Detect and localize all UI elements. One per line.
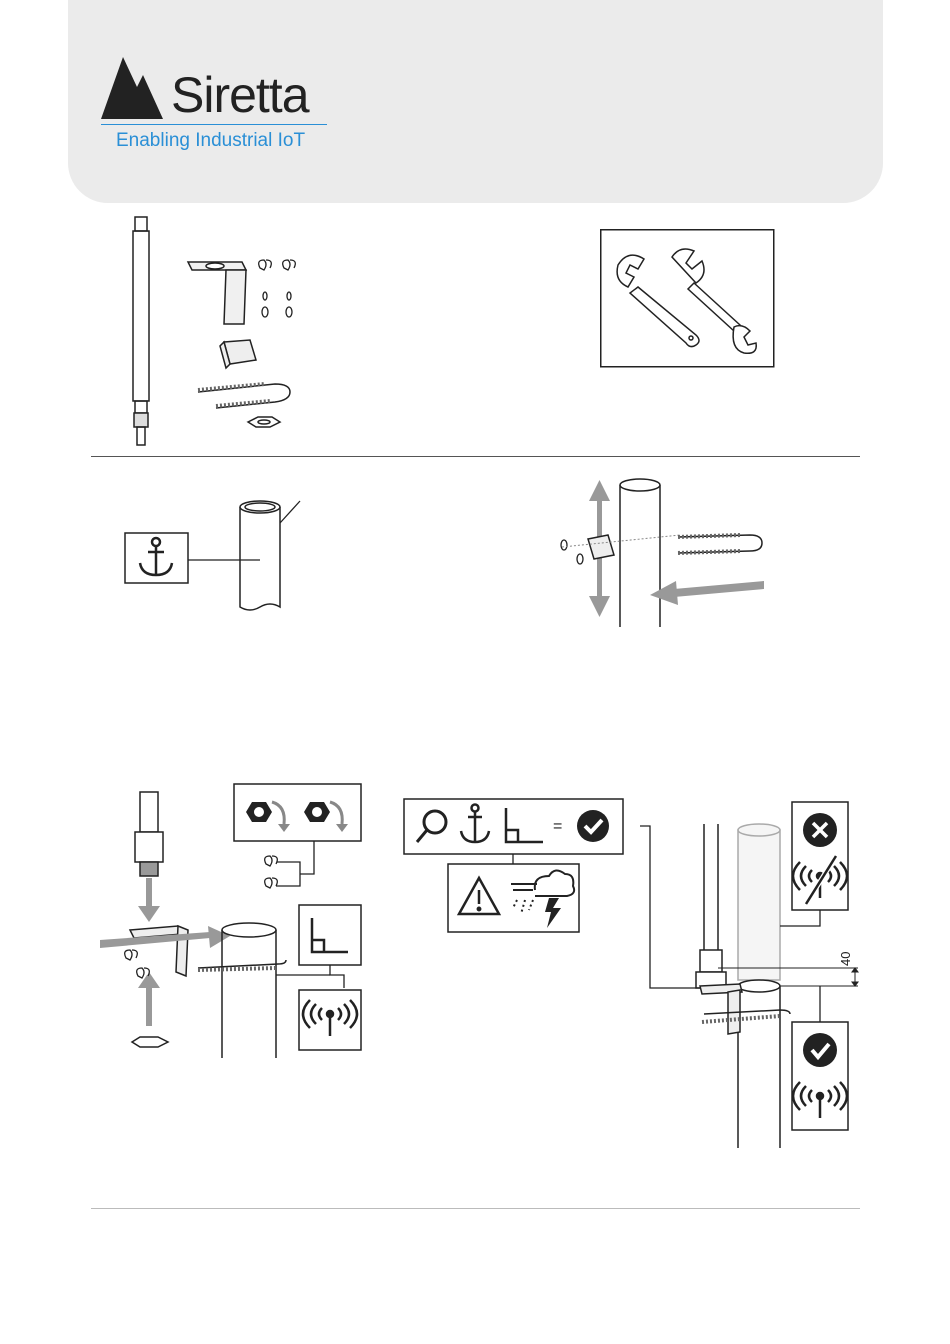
brand-name: Siretta <box>171 66 309 124</box>
tools-figure <box>600 229 775 368</box>
up-arrow-icon <box>138 972 160 1026</box>
cross-icon <box>803 813 837 847</box>
washer-icon <box>561 540 583 564</box>
brand-tagline: Enabling Industrial IoT <box>116 130 305 152</box>
clearance-figure <box>640 800 865 1152</box>
washer-icon <box>262 292 292 317</box>
bracket-fitting-figure <box>550 475 770 635</box>
check-icon <box>577 810 609 842</box>
section-divider-top <box>91 456 860 457</box>
guide-line <box>562 535 680 547</box>
equals-sign: = <box>553 818 562 835</box>
hex-nut-icon <box>132 1037 168 1047</box>
u-bolt-thread <box>198 968 276 970</box>
u-bolt-icon <box>198 384 290 408</box>
l-bracket-icon <box>700 984 742 1034</box>
antenna-icon <box>696 824 726 988</box>
leader-line <box>640 826 700 988</box>
logo-divider <box>101 124 327 125</box>
antenna-icon <box>135 792 163 876</box>
leader-line <box>280 501 300 523</box>
leader-bracket <box>276 862 300 886</box>
push-arrow-icon <box>650 581 764 605</box>
dimension-arrow <box>852 968 858 986</box>
check-icon <box>803 1033 837 1067</box>
section-divider-bottom <box>91 1208 860 1209</box>
wing-nut-icon <box>259 260 296 270</box>
u-bolt-icon <box>678 535 762 553</box>
wing-nut-icon <box>265 856 278 888</box>
pole-icon <box>738 980 780 1148</box>
check-panel-figure: = <box>403 798 628 938</box>
antenna-mounting-figure <box>100 780 370 1065</box>
leader-line <box>300 841 314 874</box>
right-angle-box <box>299 905 361 965</box>
parts-figure <box>120 212 310 452</box>
u-bolt-icon <box>198 960 286 968</box>
antenna-icon <box>133 217 149 445</box>
clamp-icon <box>588 535 614 559</box>
transparent-pole <box>738 824 780 980</box>
u-bolt-icon <box>704 1010 790 1014</box>
l-bracket-icon <box>188 262 246 324</box>
pole-selection-figure <box>122 495 332 625</box>
u-bolt-thread <box>702 1016 780 1022</box>
leader-line <box>330 965 344 988</box>
pole-icon <box>222 923 276 1058</box>
pole-icon <box>240 501 280 610</box>
clearance-dimension: 40 <box>838 952 853 966</box>
pole-icon <box>620 479 660 627</box>
leader-line <box>780 910 820 926</box>
clamp-icon <box>220 340 256 368</box>
mountain-logo-icon <box>101 57 163 119</box>
down-arrow-icon <box>138 878 160 922</box>
hex-nut-icon <box>248 417 280 427</box>
wing-nut-icon <box>125 950 150 978</box>
